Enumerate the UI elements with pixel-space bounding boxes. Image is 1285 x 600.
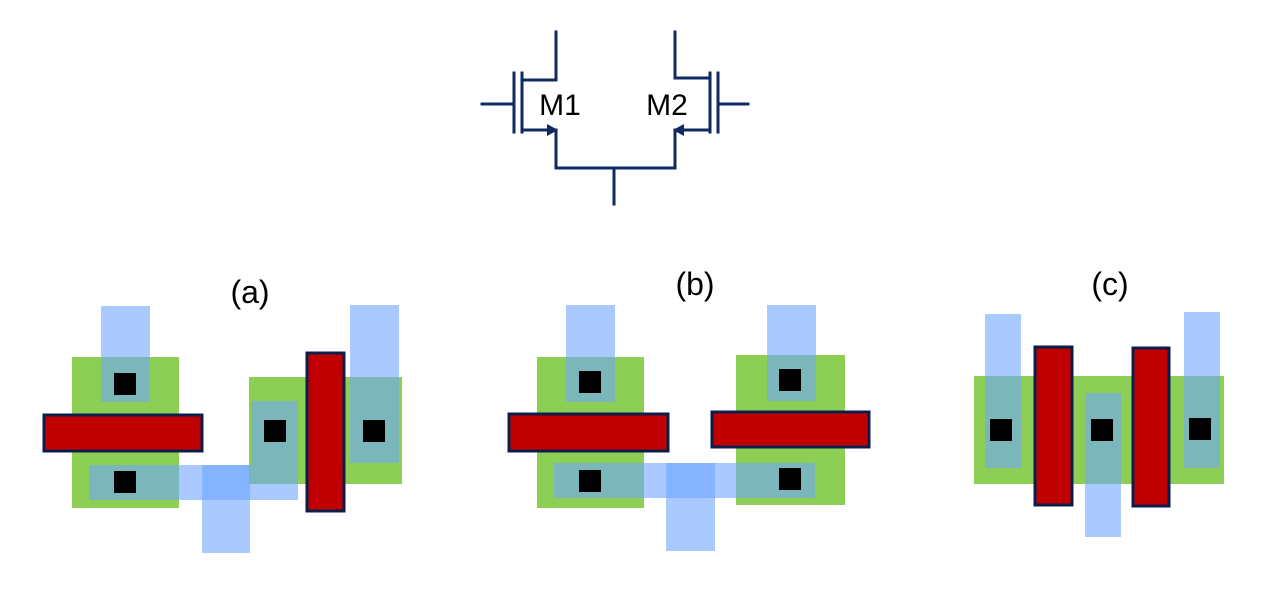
contact-icon bbox=[1091, 419, 1113, 441]
contact-icon bbox=[264, 420, 286, 442]
metal bbox=[202, 465, 250, 553]
layout-c-label: (c) bbox=[1091, 266, 1128, 302]
contact-icon bbox=[779, 369, 801, 391]
contact-icon bbox=[363, 420, 385, 442]
layout-a-label: (a) bbox=[230, 274, 269, 310]
contact-icon bbox=[990, 419, 1012, 441]
metal bbox=[1184, 312, 1220, 468]
metal bbox=[251, 401, 298, 500]
m1-label: M1 bbox=[539, 89, 581, 122]
metal bbox=[666, 463, 715, 551]
contact-icon bbox=[114, 373, 136, 395]
poly-gate bbox=[305, 351, 346, 513]
contact-icon bbox=[114, 471, 136, 493]
poly-gate bbox=[42, 413, 204, 453]
m2-label: M2 bbox=[646, 89, 688, 122]
metal bbox=[1085, 393, 1121, 537]
poly-gate bbox=[1131, 346, 1171, 508]
contact-icon bbox=[579, 371, 601, 393]
layout-a: (a) bbox=[42, 274, 402, 553]
layout-c: (c) bbox=[974, 266, 1224, 537]
poly-gate bbox=[507, 412, 670, 453]
contact-icon bbox=[779, 468, 801, 490]
metal bbox=[985, 314, 1021, 468]
contact-icon bbox=[1189, 418, 1211, 440]
contact-icon bbox=[579, 470, 601, 492]
transistor-m2 bbox=[673, 30, 750, 170]
schematic: M1 M2 bbox=[480, 30, 750, 206]
transistor-m1 bbox=[480, 30, 558, 170]
poly-gate bbox=[710, 410, 871, 449]
poly-gate bbox=[1033, 345, 1074, 507]
layout-b-label: (b) bbox=[675, 266, 714, 302]
layout-b: (b) bbox=[507, 266, 871, 551]
